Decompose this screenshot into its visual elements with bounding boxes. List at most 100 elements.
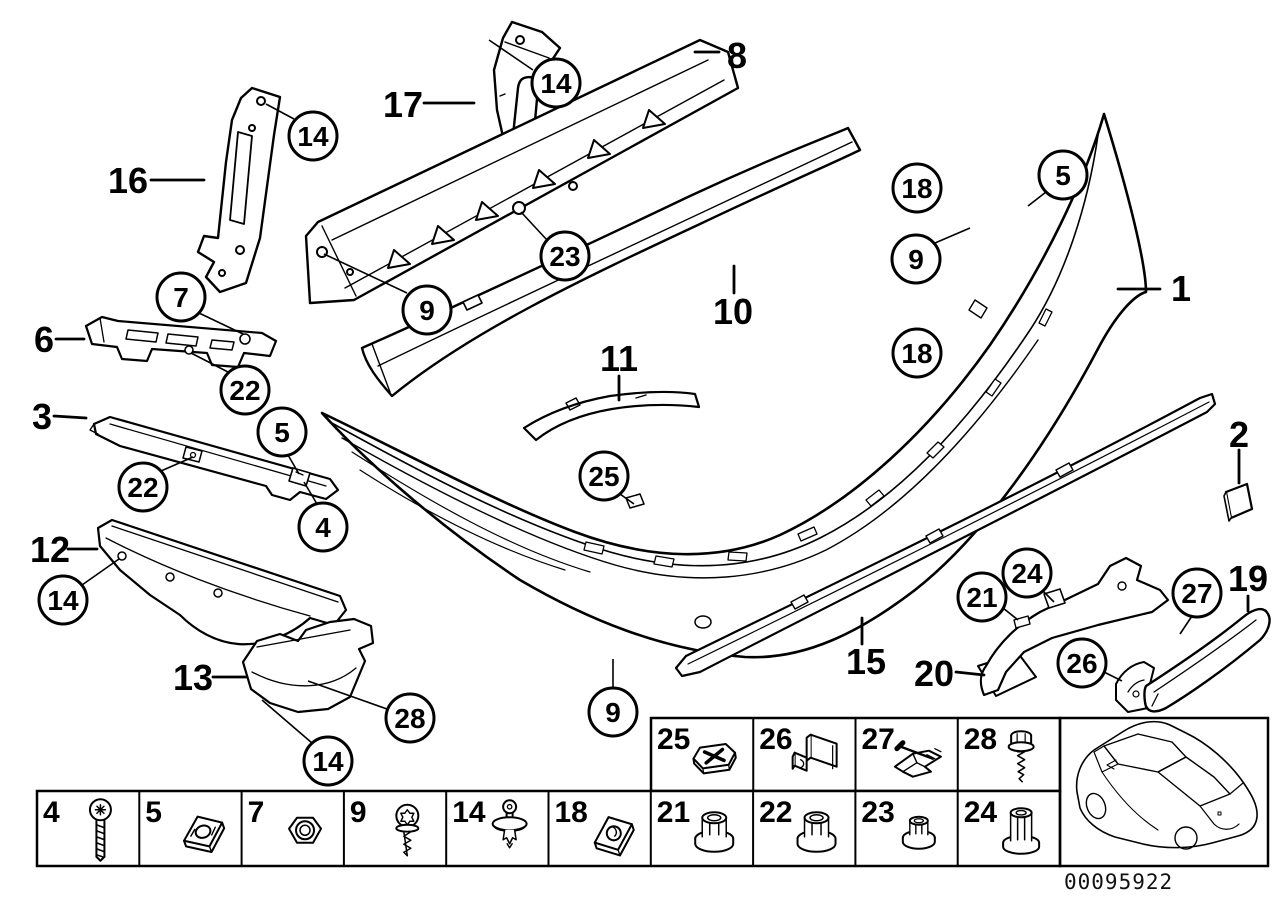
leader-line: [934, 227, 971, 244]
callout-balloon-9[interactable]: 9: [587, 659, 639, 738]
fastener-ref-number: 14: [47, 585, 79, 616]
callout-balloon-24[interactable]: 24: [1001, 547, 1055, 603]
callout-label-3[interactable]: 3: [32, 396, 88, 437]
legend-cell-7[interactable]: 7: [248, 796, 323, 844]
legend-cell-14[interactable]: 14: [452, 796, 528, 849]
balloon-circle: [219, 364, 271, 416]
legend-cell-18[interactable]: 18: [555, 796, 640, 862]
part-1-bumper-cover: [320, 112, 1148, 659]
callout-balloon-26[interactable]: 26: [1056, 637, 1123, 689]
leader-line: [323, 253, 408, 294]
callout-balloon-14[interactable]: 14: [261, 699, 354, 787]
callout-balloon-18[interactable]: 18: [891, 327, 943, 379]
fastener-ref-number: 9: [605, 697, 621, 728]
callout-label-17[interactable]: 17: [383, 84, 476, 125]
part-3-side-support: [89, 415, 340, 502]
callout-balloon-25[interactable]: 25: [578, 450, 635, 505]
leader-line: [1002, 607, 1019, 621]
callout-label-16[interactable]: 16: [108, 160, 206, 201]
fastener-ref-number: 14: [540, 68, 572, 99]
callout-balloon-14[interactable]: 14: [37, 558, 120, 626]
callout-label-6[interactable]: 6: [34, 319, 86, 360]
hex-screw-icon: [1007, 730, 1035, 783]
callout-label-19[interactable]: 19: [1228, 558, 1268, 613]
callout-balloon-22[interactable]: 22: [190, 352, 271, 416]
callout-balloon-18[interactable]: 18: [891, 162, 943, 214]
part-ref-number: 11: [600, 338, 638, 379]
fastener-ref-number: 9: [419, 295, 435, 326]
legend-cell-28[interactable]: 28: [964, 723, 1035, 783]
legend-cell-number: 5: [145, 796, 162, 829]
leader-line: [1027, 191, 1047, 207]
fastener-ref-number: 26: [1066, 648, 1097, 679]
part-6-guide-bracket: [84, 315, 278, 369]
legend-cell-21[interactable]: 21: [657, 796, 735, 853]
callout-label-1[interactable]: 1: [1116, 268, 1191, 309]
callout-balloon-14[interactable]: 14: [488, 39, 582, 109]
legend-cell-5[interactable]: 5: [145, 796, 230, 860]
callout-balloon-9[interactable]: 9: [323, 253, 453, 336]
callout-balloon-21[interactable]: 21: [956, 571, 1019, 623]
callout-balloon-5[interactable]: 5: [256, 406, 308, 475]
callout-label-2[interactable]: 2: [1229, 414, 1249, 485]
leader-line: [1179, 615, 1193, 635]
leader-line: [287, 454, 300, 475]
balloon-circle: [891, 327, 943, 379]
legend-cell-26[interactable]: 26: [759, 723, 838, 772]
callout-label-20[interactable]: 20: [914, 653, 986, 694]
legend-cell-number: 7: [248, 796, 265, 829]
legend-cell-22[interactable]: 22: [759, 796, 837, 853]
fastener-ref-number: 28: [394, 703, 425, 734]
part-11-trim-strip: [522, 390, 701, 442]
callout-balloon-14[interactable]: 14: [265, 103, 339, 162]
part-15-lower-strip: [674, 392, 1217, 678]
part-ref-number: 6: [34, 319, 54, 360]
legend-cell-9[interactable]: 9: [350, 796, 420, 857]
balloon-circle: [1056, 637, 1108, 689]
fastener-ref-number: 27: [1181, 578, 1212, 609]
legend-cell-4[interactable]: 4: [43, 796, 112, 862]
fastener-ref-number: 18: [901, 338, 932, 369]
fastener-ref-number: 23: [549, 241, 580, 272]
legend-cell-24[interactable]: 24: [964, 796, 1041, 855]
balloon-circle: [578, 450, 630, 502]
part-ref-number: 3: [32, 396, 52, 437]
plastic-nut-icon: [692, 742, 737, 775]
callout-label-15[interactable]: 15: [846, 616, 886, 682]
callout-balloon-28[interactable]: 28: [307, 680, 436, 744]
callout-balloon-23[interactable]: 23: [520, 211, 591, 282]
diagram-id: 00095922: [1064, 870, 1173, 894]
legend-cell-number: 14: [452, 796, 486, 829]
j-nut-icon: [593, 816, 635, 857]
legend-cell-27[interactable]: 27: [862, 723, 942, 778]
callout-label-13[interactable]: 13: [173, 657, 249, 698]
flange-nut-icon: [796, 811, 837, 853]
part-20-support-bracket: [977, 556, 1170, 697]
balloon-circle: [587, 686, 639, 738]
leader-line: [1103, 671, 1123, 682]
callout-balloon-7[interactable]: 7: [155, 271, 244, 335]
part-ref-number: 13: [173, 657, 213, 698]
callout-balloon-27[interactable]: 27: [1171, 567, 1223, 635]
car-thumbnail: [1075, 720, 1258, 850]
spacer-nut-icon: [1002, 807, 1041, 855]
balloon-circle: [302, 735, 354, 787]
legend-cell-25[interactable]: 25: [657, 723, 737, 775]
callout-label-10[interactable]: 10: [713, 264, 753, 332]
legend-cell-23[interactable]: 23: [861, 796, 936, 850]
callout-balloon-22[interactable]: 22: [117, 456, 194, 513]
fastener-ref-number: 24: [1011, 558, 1043, 589]
callout-label-12[interactable]: 12: [30, 529, 99, 570]
callout-balloon-5[interactable]: 5: [1027, 149, 1089, 207]
callout-label-11[interactable]: 11: [600, 338, 638, 402]
callout-label-8[interactable]: 8: [693, 35, 747, 76]
legend-cell-number: 4: [43, 796, 60, 829]
legend-cell-number: 27: [862, 723, 895, 756]
callout-balloon-9[interactable]: 9: [890, 227, 971, 285]
balloon-circle: [1037, 149, 1089, 201]
balloon-circle: [1001, 547, 1053, 599]
part-12-arch-cover: [96, 518, 348, 646]
callout-balloon-4[interactable]: 4: [297, 481, 349, 553]
fastener-ref-number: 14: [312, 746, 344, 777]
